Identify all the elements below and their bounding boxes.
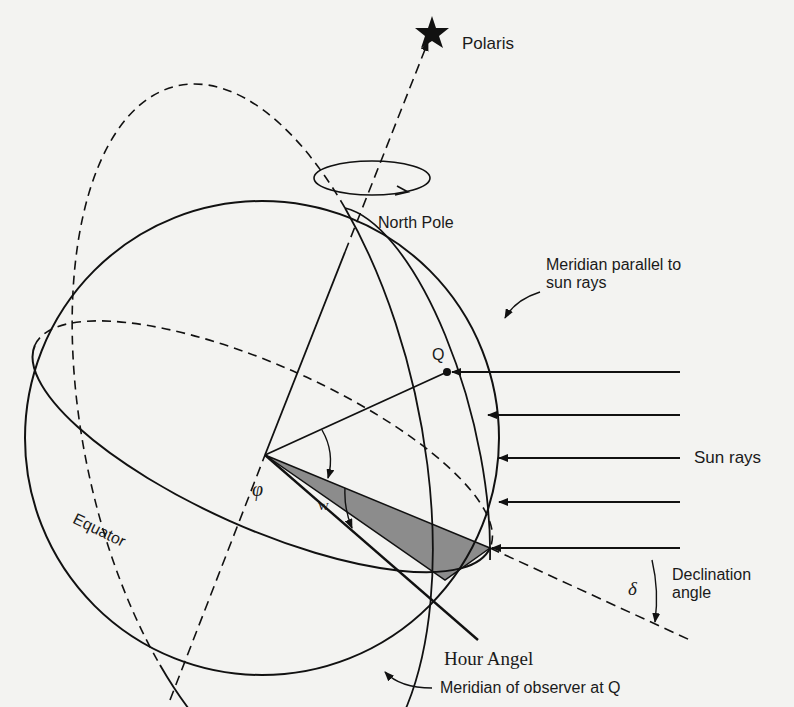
sun-ray [499,501,680,503]
leader-line [505,292,540,318]
text-label: North Pole [378,214,454,232]
observer-meridian-front [160,208,433,707]
w-arc [345,488,352,528]
axis-lower [170,455,265,700]
sun-ray [492,547,680,549]
q-radius [265,372,447,455]
rotation-loop [314,161,430,195]
phi-arc [322,430,330,478]
observer-meridian-back [72,84,345,665]
declination-line [490,548,690,640]
sun-ray [488,414,680,416]
text-label: Polaris [462,34,514,54]
equator-front [33,345,490,572]
q-point [443,368,451,376]
hour-angle-line [265,455,478,640]
rotation-arrow [395,186,408,195]
sun-ray [499,457,680,459]
sun-ray [452,371,680,373]
text-label: w [318,497,329,514]
text-label: Meridian parallel to sun rays [546,256,696,293]
text-label: φ [252,478,263,501]
earth-outline [25,201,499,675]
text-label: Hour Angel [444,648,533,670]
text-label: Declination angle [672,566,764,603]
text-label: δ [628,578,637,600]
polaris-star [415,16,449,48]
text-label: Sun rays [694,448,761,468]
delta-arc [652,560,657,622]
leader-line [385,672,432,688]
text-label: Q [432,346,444,364]
text-label: Meridian of observer at Q [440,679,621,697]
sun-meridian [345,208,490,560]
